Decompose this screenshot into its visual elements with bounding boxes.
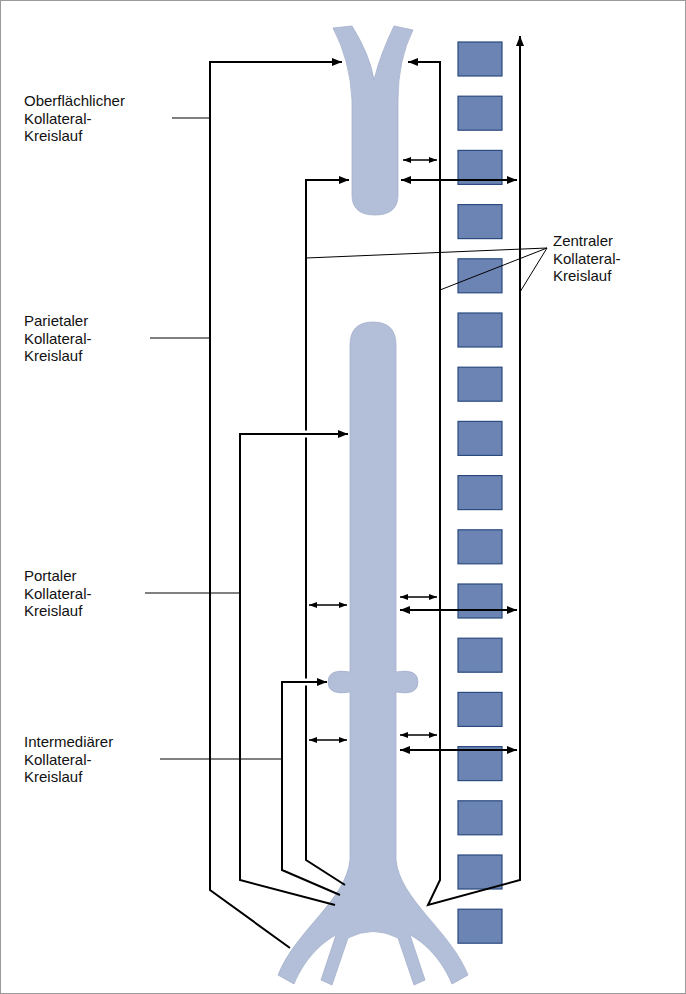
- leader-line: [172, 118, 210, 119]
- leader-line: [145, 593, 240, 594]
- pathway-line: [306, 180, 349, 885]
- exchange-arrow: [400, 734, 437, 735]
- exchange-arrow: [309, 739, 347, 740]
- vertebra: [458, 638, 502, 672]
- pathway-label: Parietaler Kollateral-Kreislauf: [24, 312, 144, 365]
- pathway-label: Oberflächlicher Kollateral-Kreislauf: [24, 92, 144, 145]
- leader-line: [160, 759, 282, 760]
- exchange-arrow: [401, 179, 517, 181]
- exchange-arrow: [400, 609, 517, 611]
- pathway-label: Intermediärer Kollateral-Kreislauf: [24, 733, 144, 786]
- vertebra: [458, 476, 502, 510]
- leader-line: [520, 248, 547, 292]
- leader-line: [150, 338, 210, 339]
- vertebra: [458, 530, 502, 564]
- vertebra: [458, 259, 502, 293]
- vertebra: [458, 747, 502, 781]
- leader-line: [440, 248, 547, 290]
- pathway-label: Portaler Kollateral-Kreislauf: [24, 567, 144, 620]
- vertebra: [458, 855, 502, 889]
- vertebral-column: [458, 42, 502, 943]
- pathway-line: [408, 36, 520, 905]
- vertebra: [458, 801, 502, 835]
- pathway-label: Zentraler Kollateral-Kreislauf: [553, 232, 671, 285]
- leader-lines: [145, 118, 547, 759]
- exchange-arrow: [400, 596, 437, 597]
- vertebra: [458, 313, 502, 347]
- vertebra: [458, 42, 502, 76]
- pathway-line: [282, 682, 340, 895]
- vertebra: [458, 421, 502, 455]
- vertebra: [458, 692, 502, 726]
- exchange-arrow: [403, 159, 437, 160]
- pathway-line: [210, 62, 342, 948]
- vertebra: [458, 584, 502, 618]
- vena-cava-superior: [333, 26, 413, 215]
- vertebra: [458, 205, 502, 239]
- vertebra: [458, 909, 502, 943]
- exchange-arrow: [400, 749, 517, 751]
- leader-line: [306, 248, 547, 258]
- pathway-line: [240, 434, 348, 905]
- vertebra: [458, 96, 502, 130]
- vertebra: [458, 367, 502, 401]
- exchange-arrow: [309, 604, 347, 605]
